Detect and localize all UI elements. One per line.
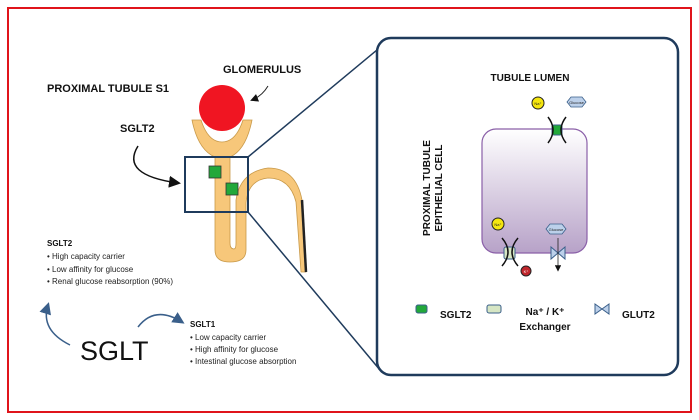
sglt-arrow-to-sglt1 bbox=[137, 312, 185, 328]
zoom-line-bottom bbox=[247, 211, 381, 371]
sglt2-marker bbox=[208, 165, 222, 179]
glomerulus-arrow bbox=[250, 85, 269, 102]
cotransport-arrows bbox=[547, 116, 567, 144]
zoom-box bbox=[184, 156, 249, 213]
legend-exchanger-label-2: Exchanger bbox=[519, 322, 570, 333]
glomerulus-label: GLOMERULUS bbox=[223, 64, 301, 76]
sglt2-transporter bbox=[551, 124, 563, 136]
legend-glut2-icon bbox=[594, 303, 603, 315]
outer-frame bbox=[7, 7, 692, 413]
sglt1-bullet: • Low capacity carrier bbox=[190, 333, 266, 342]
sglt-arrow-to-sglt2 bbox=[39, 302, 71, 346]
legend-glut2-label: GLUT2 bbox=[622, 310, 655, 321]
sglt-main-label: SGLT bbox=[80, 336, 149, 366]
sglt2-bullet: • High capacity carrier bbox=[47, 252, 125, 261]
glomerulus bbox=[199, 85, 245, 131]
sglt2-bullet: • Low affinity for glucose bbox=[47, 265, 134, 274]
sglt2-marker bbox=[225, 182, 239, 196]
cell-label-line1: PROXIMAL TUBULE bbox=[422, 140, 433, 236]
sglt2-heading: SGLT2 bbox=[47, 239, 73, 248]
sodium-ion bbox=[491, 217, 505, 231]
sglt2-curved-arrow bbox=[133, 145, 181, 188]
glucose-molecule bbox=[566, 96, 587, 108]
sglt2-bullet: • Renal glucose reabsorption (90%) bbox=[47, 277, 173, 286]
glut2-transporter bbox=[550, 245, 559, 261]
legend-exchanger-icon bbox=[486, 304, 502, 314]
tubule-lumen-label: TUBULE LUMEN bbox=[491, 73, 570, 84]
legend-glut2-icon-half bbox=[601, 303, 610, 315]
legend-sglt2-icon bbox=[415, 304, 428, 314]
exchange-arrows bbox=[501, 237, 519, 267]
sglt1-heading: SGLT1 bbox=[190, 320, 216, 329]
glucose-molecule bbox=[545, 223, 567, 235]
sglt1-info: SGLT1 • Low capacity carrier • High affi… bbox=[190, 320, 296, 366]
epithelial-cell bbox=[481, 128, 588, 254]
glucose-label: Glucose bbox=[549, 227, 564, 232]
sglt2-info: SGLT2 • High capacity carrier • Low affi… bbox=[47, 239, 173, 286]
glucose-label: Glucose bbox=[569, 100, 584, 105]
sglt1-bullet: • Intestinal glucose absorption bbox=[190, 357, 296, 366]
legend-exchanger-label: Na⁺ / K⁺ bbox=[526, 307, 565, 318]
sglt2-pointer-label: SGLT2 bbox=[120, 123, 155, 135]
potassium-label: K⁺ bbox=[524, 269, 529, 274]
sodium-label: Na⁺ bbox=[534, 101, 541, 106]
sodium-label: Na⁺ bbox=[494, 222, 501, 227]
zoom-line-top bbox=[247, 44, 384, 158]
cell-label: PROXIMAL TUBULE EPITHELIAL CELL bbox=[422, 140, 445, 236]
proximal-tubule-title: PROXIMAL TUBULE S1 bbox=[47, 83, 169, 95]
glut2-transporter-half bbox=[557, 245, 566, 261]
potassium-ion bbox=[520, 265, 532, 277]
sodium-ion bbox=[531, 96, 545, 110]
legend: SGLT2 Na⁺ / K⁺ Exchanger GLUT2 bbox=[415, 303, 655, 333]
cell-label-line2: EPITHELIAL CELL bbox=[434, 144, 445, 231]
legend-sglt2-label: SGLT2 bbox=[440, 310, 472, 321]
sglt1-bullet: • High affinity for glucose bbox=[190, 345, 279, 354]
